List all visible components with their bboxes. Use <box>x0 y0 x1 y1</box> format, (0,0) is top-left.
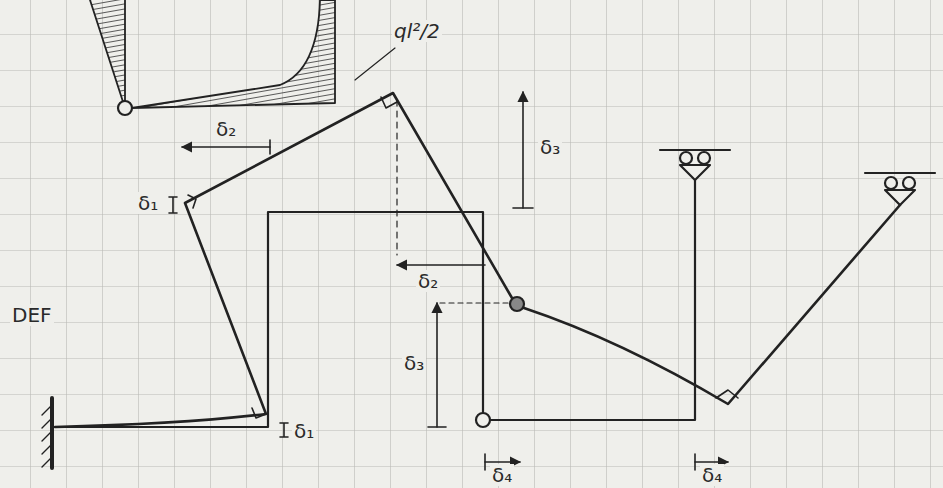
support-hatch <box>42 405 52 467</box>
moment-value: ql²/2 <box>392 20 442 42</box>
displacement-label: δ₃ <box>538 136 562 158</box>
hinge <box>476 413 490 427</box>
leader-line <box>355 48 395 80</box>
right-angle-mark <box>188 97 738 418</box>
displacement-label: δ₁ <box>136 192 160 214</box>
diagram-title-note: DEF <box>10 304 54 326</box>
displacement-label: δ₄ <box>490 464 514 486</box>
displacement-label: δ₂ <box>416 270 440 292</box>
moment-diagram <box>132 0 335 108</box>
deformed-shape <box>55 93 512 427</box>
projection-line <box>440 302 510 303</box>
roller-support <box>660 150 730 180</box>
dimension-arrow <box>169 92 728 470</box>
displacement-label: δ₂ <box>214 118 238 140</box>
displacement-label: δ₄ <box>700 464 724 486</box>
deformed-shape <box>524 205 900 404</box>
displacement-label: δ₁ <box>292 420 316 442</box>
hinge <box>510 297 524 311</box>
roller-support <box>865 173 935 205</box>
frame <box>55 212 483 427</box>
moment-diagram <box>90 0 125 108</box>
frame <box>490 180 695 420</box>
displacement-label: δ₃ <box>402 352 426 374</box>
projection-line <box>396 100 397 255</box>
hinge <box>118 101 132 115</box>
